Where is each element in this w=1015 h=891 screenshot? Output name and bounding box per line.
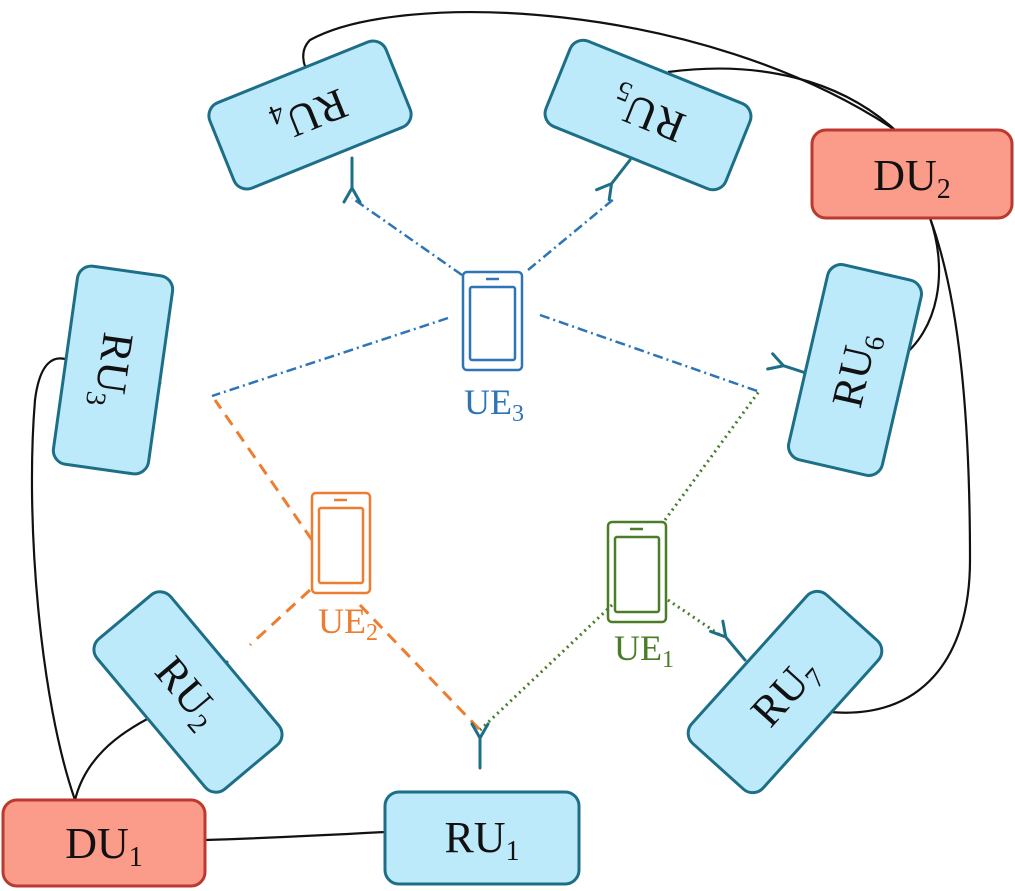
ue2-radio-links xyxy=(213,399,482,732)
ru1-box xyxy=(383,790,581,886)
link-ue1-ru1 xyxy=(478,603,614,732)
ru3-box xyxy=(51,264,175,476)
link-ue1-ru6 xyxy=(663,389,762,521)
du1-node: DU1 xyxy=(1,798,207,888)
wire-du1-ru2 xyxy=(73,714,156,801)
du2-box xyxy=(810,128,1014,220)
wire-du1-ru3 xyxy=(30,357,77,801)
svg-text:UE2: UE2 xyxy=(318,601,378,646)
link-ue3-ru3 xyxy=(211,316,449,398)
ue1-radio-links xyxy=(478,389,762,732)
antenna-icon xyxy=(470,722,490,770)
ru7-box xyxy=(686,589,884,795)
link-ue2-ru1 xyxy=(358,603,482,732)
svg-text:RU6: RU6 xyxy=(822,328,892,413)
ru1-node: RU1 xyxy=(383,790,581,886)
ru4-node: RU4 xyxy=(207,39,413,191)
link-ue3-ru5 xyxy=(527,197,616,271)
smartphone-icon xyxy=(606,520,668,624)
svg-text:RU3: RU3 xyxy=(79,329,143,411)
du1-subscript: 1 xyxy=(129,842,143,873)
svg-text:UE3: UE3 xyxy=(464,382,524,427)
ru2-box xyxy=(92,590,284,794)
smartphone-icon xyxy=(461,270,524,372)
link-ue3-ru4 xyxy=(351,196,463,277)
wire-du1-ru1 xyxy=(204,830,386,842)
ue2-subscript: 2 xyxy=(366,620,378,646)
du1-box xyxy=(1,798,207,888)
svg-text:RU1: RU1 xyxy=(444,813,519,867)
ru1-label: RU xyxy=(444,813,505,862)
link-ue2-ru2 xyxy=(248,588,312,647)
ru2-node: RU2 xyxy=(92,590,284,794)
ue1-device: UE1 xyxy=(606,520,674,673)
svg-text:UE1: UE1 xyxy=(614,628,674,673)
antenna-icon xyxy=(595,158,632,202)
ue1-subscript: 1 xyxy=(662,647,674,673)
ru7-node: RU7 xyxy=(686,589,884,795)
svg-text:DU1: DU1 xyxy=(65,819,143,873)
wire-du2-ru5 xyxy=(667,67,896,131)
link-ue1-ru7 xyxy=(667,598,721,637)
svg-text:DU2: DU2 xyxy=(873,151,951,205)
ue2-device: UE2 xyxy=(310,491,378,646)
ru5-box xyxy=(543,38,753,192)
antenna-icon xyxy=(342,156,362,204)
smartphone-icon xyxy=(310,491,372,595)
wire-du2-ru7 xyxy=(829,217,972,714)
ru3-subscript: 3 xyxy=(79,389,112,407)
ru3-label: RU xyxy=(86,329,143,396)
ru5-node: RU5 xyxy=(543,38,753,192)
ue2-label: UE xyxy=(318,601,366,641)
ru4-box xyxy=(207,39,413,191)
ru3-node: RU3 xyxy=(51,264,175,476)
ru6-subscript: 6 xyxy=(858,333,891,354)
link-ue3-ru6 xyxy=(539,313,761,394)
ru1-subscript: 1 xyxy=(506,836,520,867)
ue1-label: UE xyxy=(614,628,662,668)
du2-label: DU xyxy=(873,151,937,200)
ru6-box xyxy=(787,263,923,477)
ue3-label: UE xyxy=(464,382,512,422)
wire-du2-ru4 xyxy=(302,11,896,131)
du2-subscript: 2 xyxy=(937,174,951,205)
ue3-radio-links xyxy=(211,196,761,398)
fronthaul-links xyxy=(30,11,972,842)
link-ue2-ru3 xyxy=(213,399,314,541)
antenna-icon xyxy=(709,619,747,662)
du1-label: DU xyxy=(65,819,129,868)
ue3-device: UE3 xyxy=(461,270,524,427)
ue3-subscript: 3 xyxy=(512,401,524,427)
ru6-node: RU6 xyxy=(787,263,923,477)
du2-node: DU2 xyxy=(810,128,1014,220)
